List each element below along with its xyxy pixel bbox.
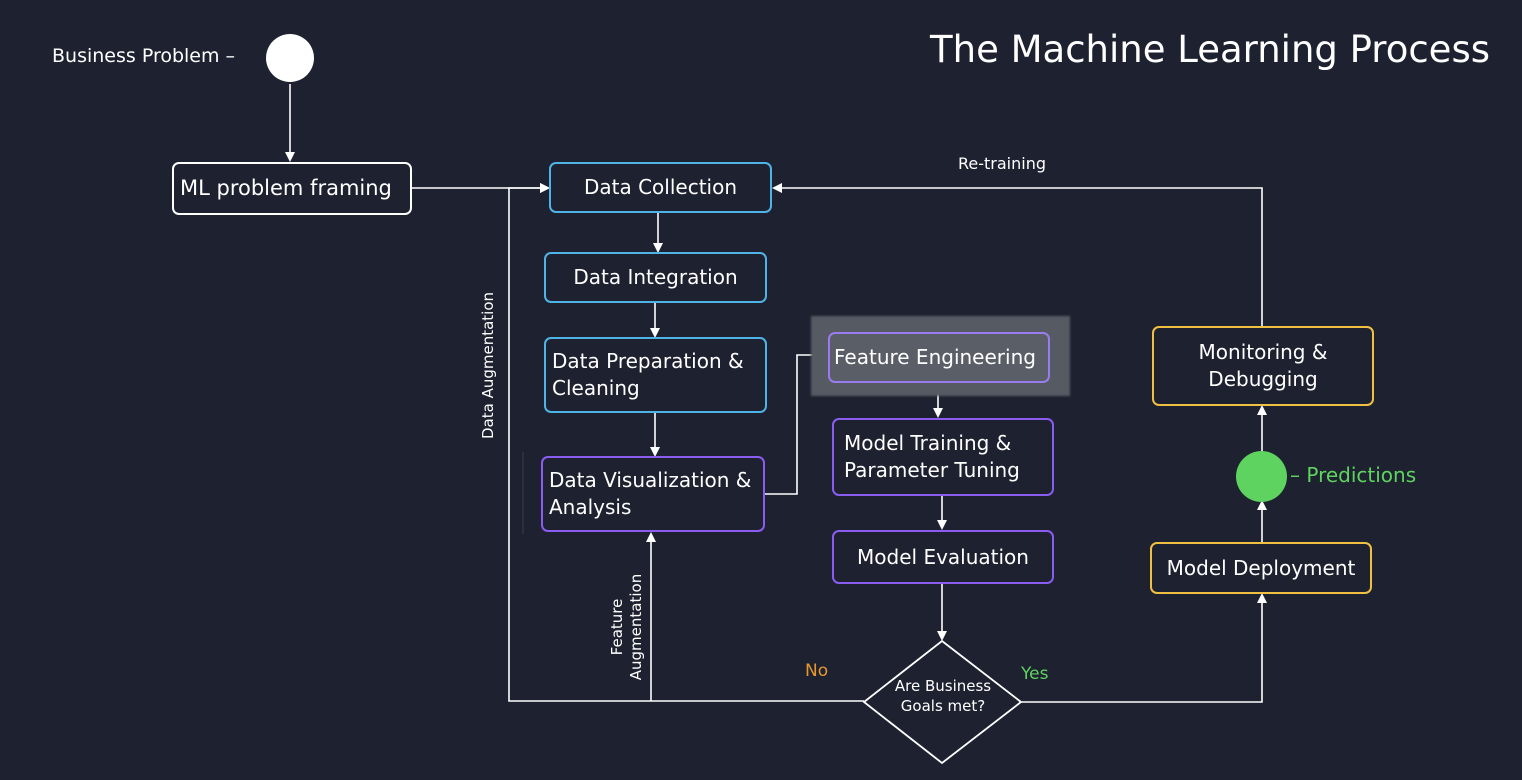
retraining-label: Re-training	[958, 154, 1046, 173]
page-title: The Machine Learning Process	[930, 28, 1490, 71]
data-visualization-box: Data Visualization & Analysis	[541, 456, 765, 532]
data-visualization-label-line2: Analysis	[549, 495, 632, 519]
model-training-label-line1: Model Training &	[844, 431, 1012, 455]
feature-augmentation-line2: Augmentation	[627, 573, 645, 681]
predictions-label: – Predictions	[1290, 463, 1417, 487]
feature-augmentation-label: Feature Augmentation	[608, 567, 650, 687]
decision-diamond	[862, 639, 1023, 765]
feature-engineering-box: Feature Engineering	[828, 332, 1050, 383]
data-preparation-box: Data Preparation & Cleaning	[544, 337, 767, 413]
ml-problem-framing-box: ML problem framing	[172, 162, 412, 215]
no-label: No	[805, 661, 829, 681]
data-augmentation-label: Data Augmentation	[479, 291, 497, 439]
data-collection-label: Data Collection	[583, 175, 738, 199]
arrow-decision-to-deployment	[1021, 593, 1267, 703]
arrow-decision-to-collection-augmentation	[508, 183, 864, 702]
data-preparation-label-line2: Cleaning	[552, 376, 640, 400]
data-integration-box: Data Integration	[544, 252, 767, 303]
model-training-box: Model Training & Parameter Tuning	[832, 418, 1054, 496]
model-evaluation-label: Model Evaluation	[857, 544, 1029, 569]
data-preparation-label-line1: Data Preparation &	[552, 349, 744, 373]
decision-label-line2: Goals met?	[900, 697, 986, 715]
feature-augmentation-line1: Feature	[608, 598, 626, 656]
start-node-circle	[266, 34, 314, 82]
predictions-node-circle	[1236, 451, 1287, 502]
monitoring-label-line2: Debugging	[1208, 367, 1318, 391]
model-training-label-line2: Parameter Tuning	[844, 458, 1020, 482]
monitoring-box: Monitoring & Debugging	[1152, 326, 1374, 406]
model-deployment-label: Model Deployment	[1166, 555, 1356, 580]
ml-problem-framing-label: ML problem framing	[180, 176, 392, 200]
yes-label: Yes	[1021, 664, 1049, 684]
model-evaluation-box: Model Evaluation	[832, 530, 1054, 584]
data-collection-box: Data Collection	[549, 162, 772, 213]
arrow-monitoring-to-collection	[772, 183, 1263, 326]
decision-label-line1: Are Business	[894, 677, 992, 695]
monitoring-label-line1: Monitoring &	[1198, 340, 1328, 364]
data-visualization-label-line1: Data Visualization &	[549, 468, 752, 492]
feature-engineering-label: Feature Engineering	[834, 345, 1036, 369]
decision-text: Are Business Goals met?	[873, 676, 1013, 716]
start-label: Business Problem –	[52, 45, 236, 67]
model-deployment-box: Model Deployment	[1150, 542, 1372, 594]
data-integration-label: Data Integration	[573, 265, 738, 289]
